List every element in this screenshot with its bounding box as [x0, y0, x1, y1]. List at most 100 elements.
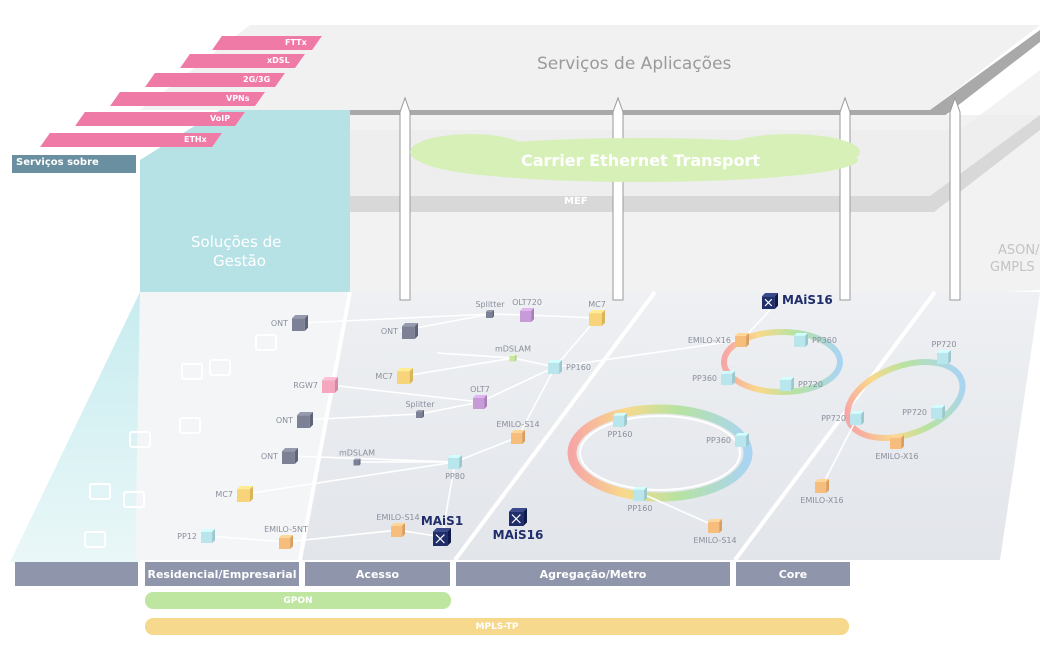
service-tab-vpns: VPNs: [110, 92, 265, 106]
core-ring-2: [844, 359, 966, 441]
pc-icon: [209, 359, 231, 376]
device-label-ont2: ONT: [381, 327, 398, 336]
device-label-emilo-x16b: EMILO-X16: [875, 452, 918, 461]
mpls-label: MPLS-TP: [475, 621, 519, 632]
device-mc7a: [589, 310, 605, 326]
management-line-1: Soluções de: [191, 233, 282, 251]
device-label-mais16a: MAiS16: [493, 528, 544, 542]
services-over-box: [12, 155, 136, 173]
device-label-olt7: OLT7: [470, 385, 490, 394]
management-panel: [140, 110, 350, 292]
device-mc7b: [397, 368, 413, 384]
device-ont2: [402, 323, 418, 339]
gpon-bar: [145, 592, 451, 609]
device-label-olt720: OLT720: [512, 298, 542, 307]
metro-ring-inner: [579, 415, 741, 491]
links: [207, 309, 858, 543]
service-tab-xdsl: xDSL: [180, 54, 305, 68]
gpon-label: GPON: [283, 595, 313, 606]
device-emilo-s14c: [708, 519, 722, 533]
device-pp720b: [937, 350, 951, 364]
back-wall: [350, 70, 1040, 295]
ason-line-2: GMPLS: [990, 260, 1035, 275]
device-pp360b: [721, 371, 735, 385]
device-label-pp160a: PP160: [566, 363, 591, 372]
device-mais16b: [762, 293, 778, 309]
device-emilo-x16a: [735, 333, 749, 347]
mef-label: MEF: [564, 196, 588, 207]
floor-divider-1: [298, 291, 352, 561]
device-emilo-s14b: [391, 523, 405, 537]
device-pp720a: [780, 377, 794, 391]
tv-icon: [123, 491, 145, 508]
service-tab-2g3g: 2G/3G: [145, 73, 285, 87]
ason-line-1: ASON/: [998, 243, 1040, 258]
device-label-mdslam2: mDSLAM: [339, 449, 375, 458]
device-label-ont1: ONT: [271, 319, 288, 328]
applications-layer: [140, 25, 1040, 110]
device-pp360c: [735, 433, 749, 447]
phone-icon: [89, 483, 111, 500]
device-ont4: [282, 448, 298, 464]
antenna-icon: [129, 431, 151, 448]
device-label-pp720b: PP720: [932, 340, 957, 349]
device-label-mc7a: MC7: [588, 300, 606, 309]
device-emilo-s14a: [511, 430, 525, 444]
service-tab-ethx: ETHx: [40, 133, 222, 147]
service-tab-fttx: FTTx: [212, 36, 322, 50]
mpls-bar: [145, 618, 849, 635]
device-label-emilo-s14b: EMILO-S14: [376, 513, 419, 522]
floor-left-panel: [135, 292, 350, 560]
device-pp160a: [548, 360, 562, 374]
device-label-mdslam1: mDSLAM: [495, 345, 531, 354]
device-label-pp360b: PP360: [692, 374, 717, 383]
device-label-ont3: ONT: [276, 416, 293, 425]
device-pp80: [448, 455, 462, 469]
device-pp12: [201, 529, 215, 543]
device-label-pp160b: PP160: [608, 430, 633, 439]
device-label-ont4: ONT: [261, 452, 278, 461]
device-label-splitter1: Splitter: [475, 300, 505, 309]
device-label-splitter2: Splitter: [405, 400, 435, 409]
device-label-pp360c: PP360: [706, 436, 731, 445]
service-tab-voip: VoIP: [75, 112, 245, 126]
segment-core: Core: [736, 562, 850, 586]
segment-residencial: Residencial/Empresarial: [145, 562, 299, 586]
device-label-emilo-s14c: EMILO-S14: [693, 536, 736, 545]
device-label-emilo-x16a: EMILO-X16: [688, 336, 731, 345]
handset-icon: [84, 531, 106, 548]
device-mais16a: [509, 508, 527, 526]
device-label-pp360a: PP360: [812, 336, 837, 345]
wifi-router-icon: [181, 363, 203, 380]
segment-bar-left: [15, 562, 138, 586]
device-splitter1: [486, 310, 494, 318]
device-label-pp80: PP80: [445, 472, 465, 481]
device-label-pp720c: PP720: [902, 408, 927, 417]
device-emilo-x16b: [890, 435, 904, 449]
management-line-2: Gestão: [213, 252, 266, 270]
device-mais1: [433, 528, 451, 546]
device-olt720: [520, 308, 534, 322]
device-mdslam2: [353, 458, 361, 466]
device-label-mc7b: MC7: [375, 372, 393, 381]
device-label-emilo-s14a: EMILO-S14: [496, 420, 539, 429]
device-olt7: [473, 395, 487, 409]
floor-divider-3: [733, 290, 937, 562]
device-label-emilo-x16c: EMILO-X16: [800, 496, 843, 505]
laptop-icon: [179, 417, 201, 434]
device-label-mais1: MAiS1: [421, 514, 463, 528]
device-label-rgw7: RGW7: [293, 381, 318, 390]
floor-divider-2: [453, 290, 657, 562]
device-pp720c: [931, 405, 945, 419]
applications-title: Serviços de Aplicações: [537, 54, 732, 74]
device-mc7c: [237, 486, 253, 502]
device-label-pp12: PP12: [177, 532, 197, 541]
metro-ring: [567, 404, 753, 502]
cloud-label: Carrier Ethernet Transport: [521, 151, 761, 170]
device-ont1: [292, 315, 308, 331]
segment-agregacao: Agregação/Metro: [456, 562, 730, 586]
device-label-mc7c: MC7: [215, 490, 233, 499]
services-over-label: Serviços sobre: [16, 157, 99, 168]
